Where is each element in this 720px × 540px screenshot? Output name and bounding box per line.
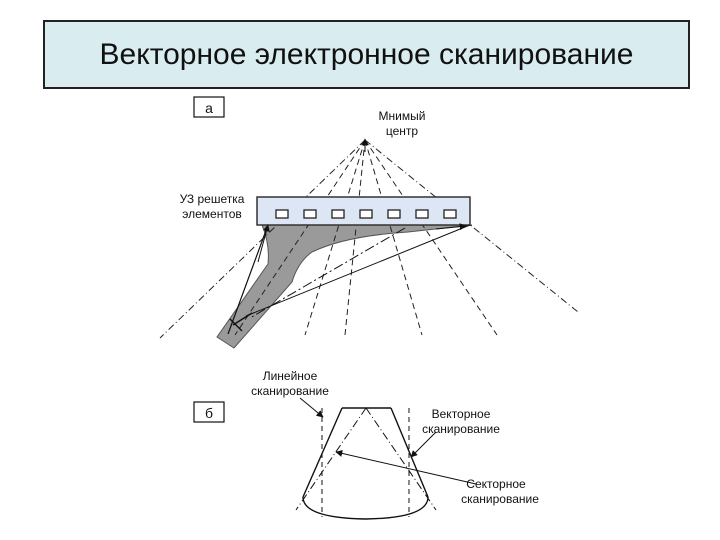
beam-edge [227,224,269,335]
vector-scan-label-line2: сканирование [422,422,500,436]
delay-arrow [435,223,467,231]
virtual-apex-rays [159,139,579,339]
ray [304,139,366,336]
beam-edge [245,224,471,317]
vector-scan-pointer [410,431,437,458]
array-elements [275,209,457,219]
array-element [415,209,429,219]
sector-scan-pointer [335,449,477,485]
sector-scan-lines [295,407,437,511]
title-box: Векторное электронное сканирование [43,20,690,89]
linear-scan-label-line1: Линейное [263,369,318,383]
apex-label-line2: центр [386,124,419,138]
linear-scan-pointer [299,397,324,418]
ray [364,139,579,313]
array-label-line2: элементов [182,207,242,221]
panel-b: б Линейное сканирование Векторное сканир… [193,369,539,520]
array-element [359,209,373,219]
linear-scan-rect [321,408,410,517]
beam-edge [249,227,406,319]
panel-b-label-box [193,401,225,423]
apex-label-line1: Мнимый [379,109,426,123]
sector-scan-label-line2: сканирование [461,492,539,506]
ray [234,139,366,336]
array-element [275,209,289,219]
array-element [331,209,345,219]
steered-beam [216,224,473,349]
array-label-line1: УЗ решетка [180,192,245,206]
linear-scan-label-line2: сканирование [251,384,329,398]
vector-scan-trapezoid [302,407,429,520]
panel-a-label: а [205,100,213,116]
panel-a: а Мнимый центр УЗ решетка элементов [159,96,579,349]
focus-marker [229,312,253,332]
panel-a-label-box [193,96,225,118]
array-element [443,209,457,219]
ray [344,139,366,336]
vector-scan-label-line1: Векторное [432,407,491,421]
array-element [303,209,317,219]
delay-arrow [257,224,270,263]
page-title: Векторное электронное сканирование [99,37,634,71]
panel-b-label: б [205,405,213,421]
ray [364,139,498,336]
ray [364,139,423,336]
array-element [387,209,401,219]
sector-scan-label-line1: Секторное [466,477,526,491]
